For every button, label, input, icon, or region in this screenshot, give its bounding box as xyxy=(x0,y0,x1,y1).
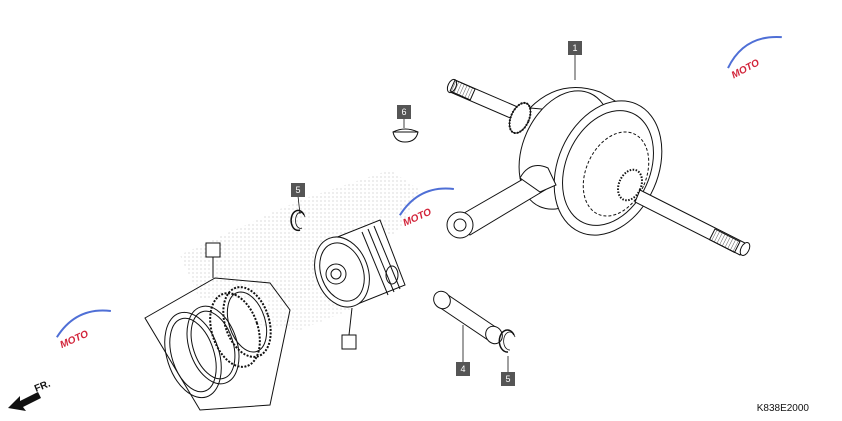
direction-label: FR. xyxy=(33,378,52,394)
piston xyxy=(314,219,406,308)
callout-1: 1 xyxy=(568,41,582,55)
piston-pin xyxy=(433,290,503,345)
front-arrow-icon xyxy=(8,392,41,411)
crankshaft xyxy=(446,78,751,256)
watermark-top-right: MOTO xyxy=(727,35,782,81)
piston-marker xyxy=(341,307,357,350)
callout-label: 5 xyxy=(295,185,300,195)
piston-pin-clip-lower xyxy=(498,329,516,353)
watermark-text: MOTO xyxy=(730,57,762,81)
watermark-text: MOTO xyxy=(58,329,90,351)
ring-set-marker xyxy=(205,242,221,278)
callout-label: 5 xyxy=(505,374,510,384)
front-direction-indicator: FR. xyxy=(8,378,52,411)
callout-5-upper: 5 xyxy=(291,183,305,197)
callout-4: 4 xyxy=(456,362,470,376)
callout-5-lower: 5 xyxy=(501,372,515,386)
woodruff-key xyxy=(392,128,419,143)
callout-6: 6 xyxy=(397,105,411,119)
diagram-code: K838E2000 xyxy=(757,403,810,414)
callout-label: 1 xyxy=(572,43,577,53)
callout-label: 4 xyxy=(460,364,465,374)
callout-label: 6 xyxy=(401,107,406,117)
piston-ring-set xyxy=(144,277,291,411)
piston-pin-clip-upper xyxy=(290,209,306,232)
watermark-left: MOTO xyxy=(56,309,111,351)
callout-leaders xyxy=(297,54,576,372)
